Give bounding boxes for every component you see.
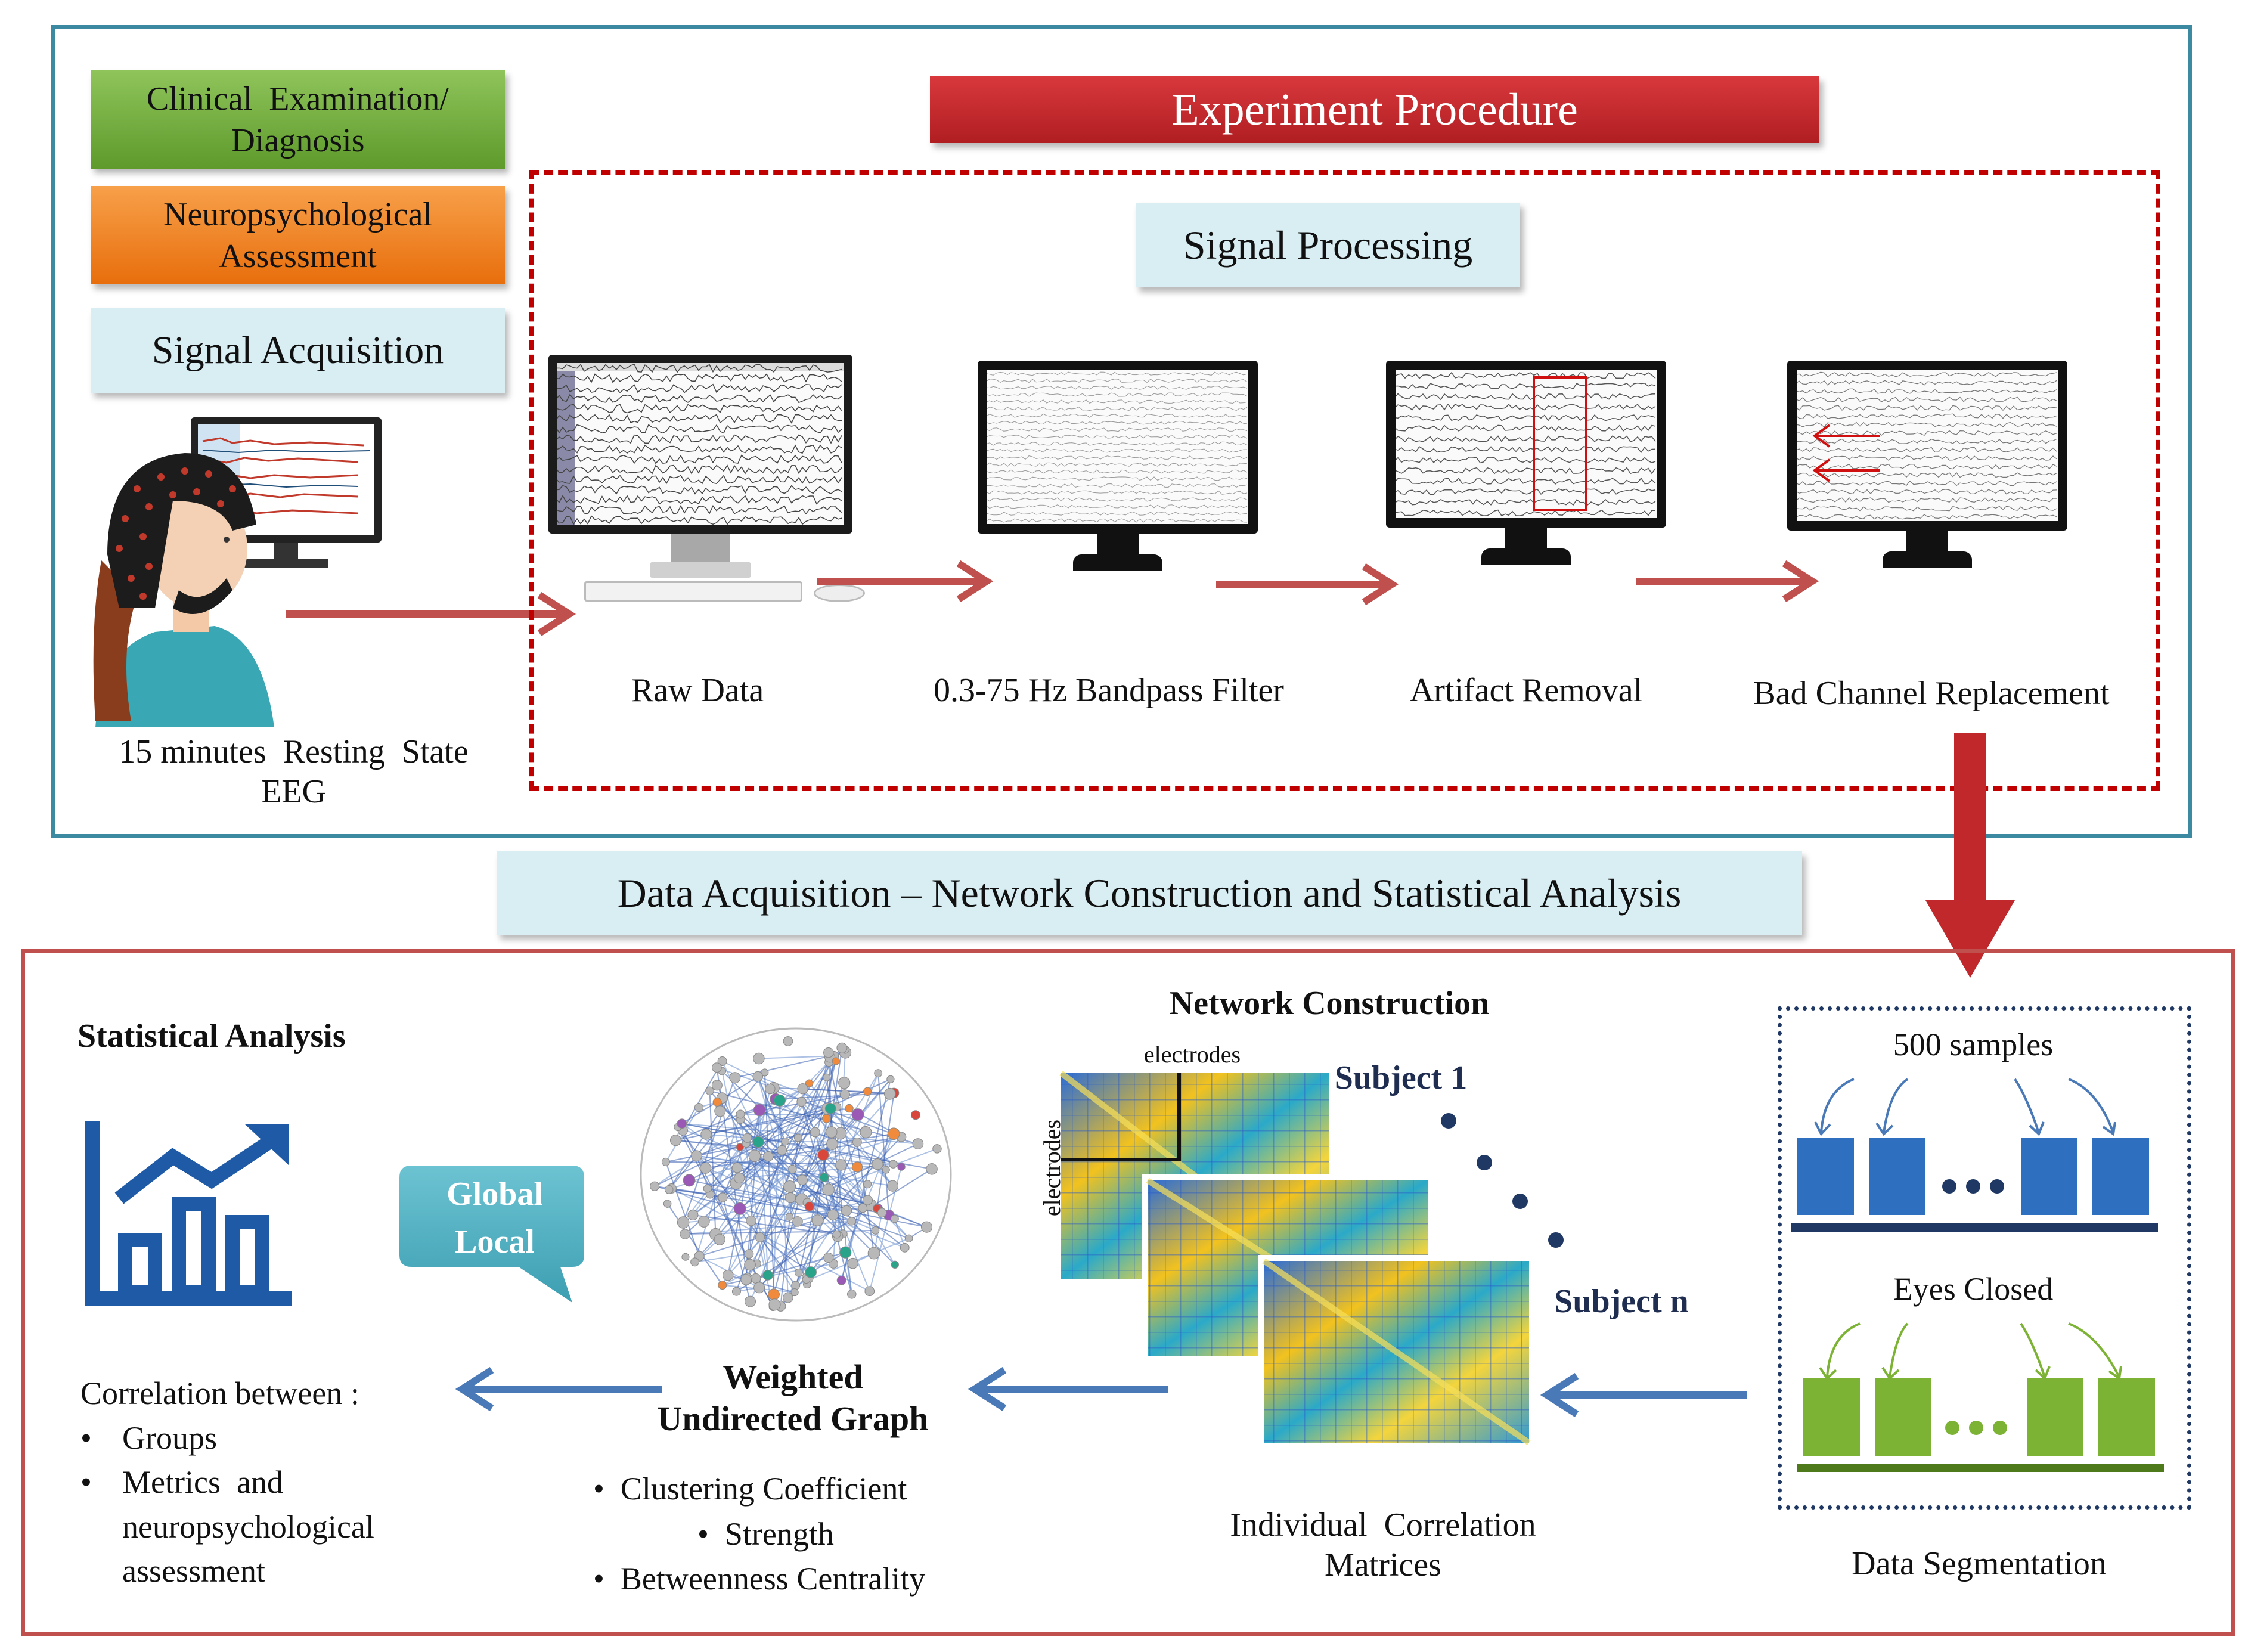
samples-label: 500 samples (1893, 1027, 2054, 1062)
data-segmentation-caption: Data Segmentation (1852, 1545, 2107, 1582)
network-construction-title: Network Construction (1169, 985, 1490, 1022)
step-label-raw-data: Raw Data (631, 672, 764, 709)
step-label-bandpass: 0.3-75 Hz Bandpass Filter (934, 672, 1284, 709)
graph-metrics-list: • Clustering Coefficient • Strength • Be… (593, 1467, 999, 1602)
eeg-subject-illustration (93, 417, 382, 727)
step-label-artifact: Artifact Removal (1409, 672, 1643, 709)
acquisition-arrow (286, 591, 576, 637)
correlation-block: Correlation between : Groups Metrics and… (80, 1371, 450, 1594)
global-local-bubble (399, 1166, 584, 1303)
signal-processing-frame (529, 170, 2160, 791)
bandpass-monitor (978, 361, 1258, 581)
stat-item-metrics: Metrics and neuropsychological assessmen… (80, 1460, 450, 1594)
weighted-graph-title: Weighted Undirected Graph (657, 1357, 929, 1438)
subject-n-label: Subject n (1554, 1283, 1689, 1320)
samples-segments (1791, 1078, 2158, 1232)
data-segmentation-frame (1778, 1006, 2191, 1510)
brain-network-graph (640, 1027, 952, 1322)
correlation-matrices-caption: Individual Correlation Matrices (1230, 1507, 1536, 1584)
chart-growth-icon (85, 1121, 292, 1306)
step-arrow-3 (1636, 560, 1819, 602)
artifact-removal-monitor (1386, 361, 1666, 581)
eyes-closed-label: Eyes Closed (1893, 1271, 2054, 1307)
clinical-examination-chip: Clinical Examination/ Diagnosis (91, 70, 505, 169)
bubble-local: Local (455, 1223, 535, 1260)
statistical-analysis-title: Statistical Analysis (77, 1018, 346, 1055)
signal-processing-chip: Signal Processing (1136, 203, 1520, 287)
experiment-procedure-banner: Experiment Procedure (930, 76, 1819, 143)
down-arrow (1925, 733, 2015, 978)
correlation-label: Correlation between : (80, 1375, 359, 1411)
bad-channel-monitor (1787, 361, 2067, 581)
data-acquisition-banner: Data Acquisition – Network Construction … (497, 851, 1802, 935)
segmentation-to-matrix-arrow (1540, 1372, 1747, 1418)
step-arrow-2 (1216, 563, 1399, 605)
metric-betweenness: • Betweenness Centrality (593, 1561, 926, 1597)
subject-1-label: Subject 1 (1334, 1059, 1468, 1096)
bubble-global: Global (446, 1176, 543, 1213)
experiment-frame (51, 25, 2192, 838)
matrix-to-graph-arrow (968, 1366, 1168, 1412)
correlation-matrices (1059, 1071, 1564, 1446)
raw-data-computer (548, 355, 870, 611)
graph-to-stats-arrow (455, 1366, 662, 1412)
electrodes-y-label: electrodes (1038, 1119, 1065, 1217)
step-arrow-1 (817, 560, 994, 602)
stat-item-groups: Groups (80, 1416, 450, 1461)
step-label-bad-channel: Bad Channel Replacement (1753, 675, 2110, 712)
eyes-closed-segments (1797, 1322, 2164, 1472)
analysis-frame (21, 949, 2235, 1636)
resting-state-label: 15 minutes Resting State EEG (119, 733, 469, 811)
signal-acquisition-chip: Signal Acquisition (91, 308, 505, 393)
metric-clustering: • Clustering Coefficient (593, 1471, 907, 1507)
electrodes-x-label: electrodes (1143, 1041, 1241, 1068)
metric-strength: • Strength (697, 1515, 834, 1552)
neuropsychological-assessment-chip: Neuropsychological Assessment (91, 186, 505, 284)
